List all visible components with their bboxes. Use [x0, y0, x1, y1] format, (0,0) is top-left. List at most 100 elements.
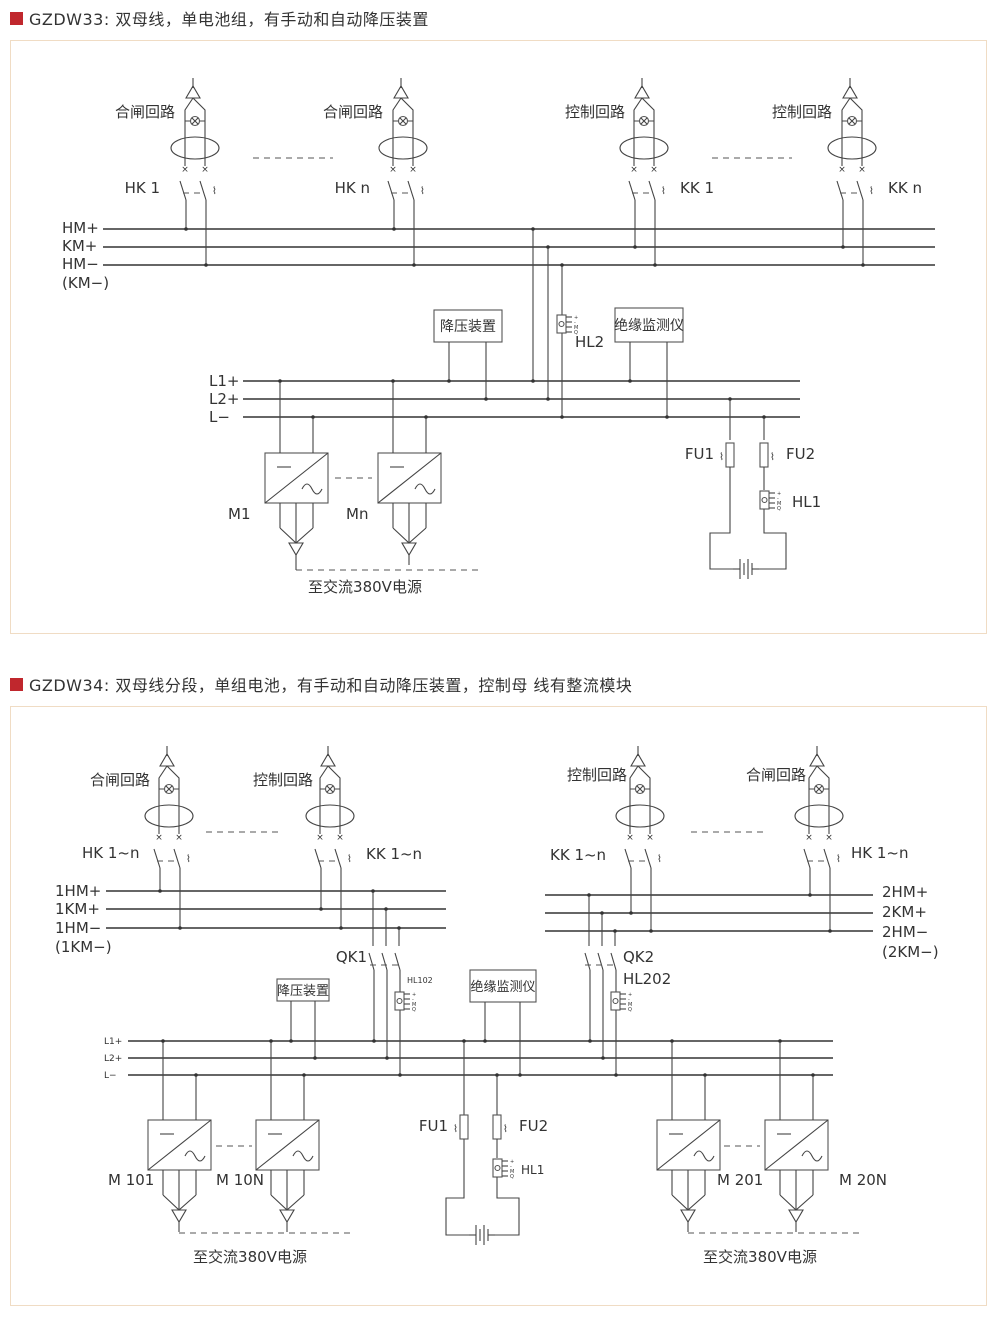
meter-mark: Q: [574, 330, 578, 336]
ac-input-triangle-icon: [401, 542, 417, 557]
terminal-x-icon: ×: [858, 165, 866, 175]
lamp-x: [191, 117, 199, 125]
bus-label: 1HM+: [55, 882, 101, 900]
terminal-x-icon: ×: [155, 833, 163, 843]
junction-dot: [398, 1073, 402, 1077]
junction-dot: [484, 397, 488, 401]
feeder-title: 控制回路: [253, 771, 313, 789]
module-diagonal: [764, 1119, 829, 1171]
meter-mark: M: [777, 501, 781, 507]
breaker-blade: [334, 848, 342, 869]
feeder-right-leg: [166, 765, 180, 834]
qk1-blade: [381, 952, 388, 971]
bus-label: 2KM+: [882, 903, 927, 921]
current-transformer-icon: [144, 804, 194, 828]
ac-input-triangle-icon: [279, 1209, 295, 1224]
ac-symbol-icon: [301, 483, 323, 495]
module-label: M1: [228, 505, 251, 523]
meter-mark: Q: [777, 506, 781, 512]
meter-mark: -: [777, 496, 779, 502]
module-diagonal: [377, 452, 442, 504]
red-square-icon: [10, 11, 23, 25]
junction-dot: [319, 907, 323, 911]
breaker-blade: [387, 180, 395, 201]
bus-label: L2+: [209, 390, 239, 408]
terminal-x-icon: ×: [630, 165, 638, 175]
bus-label: L−: [209, 408, 230, 426]
device-label: 降压装置: [440, 319, 496, 335]
module-label: M 20N: [839, 1171, 887, 1189]
junction-dot: [665, 415, 669, 419]
junction-dot: [613, 929, 617, 933]
junction-dot: [703, 1073, 707, 1077]
ac-source-label: 至交流380V电源: [193, 1248, 307, 1266]
qk2-blade: [610, 952, 617, 971]
ac-input-triangle-icon: [171, 1209, 187, 1224]
trip-symbol-icon: ⌇: [869, 186, 874, 197]
feeder-title: 控制回路: [772, 103, 832, 121]
qk1-blade: [368, 952, 375, 971]
fuse-icon: [492, 1114, 502, 1140]
feeder-title: 控制回路: [567, 766, 627, 784]
junction-dot: [828, 929, 832, 933]
junction-dot: [778, 1039, 782, 1043]
module-diagonal: [656, 1119, 721, 1171]
diagram2-heading: GZDW34: 双母线分段，单组电池，有手动和自动降压装置，控制母 线有整流模块: [10, 672, 632, 696]
bus-label: L1+: [104, 1037, 122, 1047]
switch-label: HK 1: [125, 179, 160, 197]
breaker-blade: [648, 180, 656, 201]
junction-dot: [311, 415, 315, 419]
terminal-x-icon: ×: [316, 833, 324, 843]
trip-symbol-icon: ⌇: [657, 854, 662, 865]
meter-mark: Q: [510, 1174, 514, 1180]
bus-label: HM+: [62, 219, 99, 237]
current-transformer-icon: [305, 804, 355, 828]
junction-dot: [278, 379, 282, 383]
breaker-blade: [823, 848, 831, 869]
module-label: Mn: [346, 505, 368, 523]
junction-dot: [546, 245, 550, 249]
trip-symbol-icon: ⌇: [836, 854, 841, 865]
feeder-right-leg: [192, 97, 206, 166]
terminal-x-icon: ×: [650, 165, 658, 175]
fuse-mark: ⌇: [719, 452, 724, 463]
current-transformer-icon: [378, 136, 428, 160]
terminal-x-icon: ×: [389, 165, 397, 175]
breaker-blade: [407, 180, 415, 201]
bus-label: 2HM+: [882, 883, 928, 901]
junction-dot: [495, 1073, 499, 1077]
bus-label: (2KM−): [882, 943, 939, 961]
bus-label: KM+: [62, 237, 97, 255]
trip-symbol-icon: ⌇: [347, 854, 352, 865]
junction-dot: [289, 1039, 293, 1043]
feeder-right-leg: [400, 97, 414, 166]
switch-label: HK 1~n: [82, 844, 140, 862]
lamp-x: [848, 117, 856, 125]
terminal-x-icon: ×: [626, 833, 634, 843]
junction-dot: [313, 1056, 317, 1060]
breaker-blade: [314, 848, 322, 869]
terminal-x-icon: ×: [175, 833, 183, 843]
bus-label: L2+: [104, 1054, 122, 1064]
indicator-label: HL202: [623, 970, 671, 988]
bus-label: (1KM−): [55, 938, 112, 956]
feeder-right-leg: [849, 97, 863, 166]
ac-input-triangle-icon: [680, 1209, 696, 1224]
fuse-label: FU2: [519, 1117, 548, 1135]
junction-dot: [531, 227, 535, 231]
current-transformer-icon: [794, 804, 844, 828]
junction-dot: [531, 379, 535, 383]
switch-label: QK1: [336, 948, 367, 966]
terminal-x-icon: ×: [805, 833, 813, 843]
qk2-blade: [584, 952, 591, 971]
lamp-x: [636, 785, 644, 793]
switch-label: KK 1: [680, 179, 714, 197]
current-transformer-icon: [619, 136, 669, 160]
junction-dot: [728, 397, 732, 401]
feeder-left-leg: [808, 765, 818, 834]
device-box: [433, 309, 503, 343]
junction-dot: [339, 926, 343, 930]
module-diagonal: [147, 1119, 212, 1171]
terminal-x-icon: ×: [825, 833, 833, 843]
terminal-x-icon: ×: [646, 833, 654, 843]
